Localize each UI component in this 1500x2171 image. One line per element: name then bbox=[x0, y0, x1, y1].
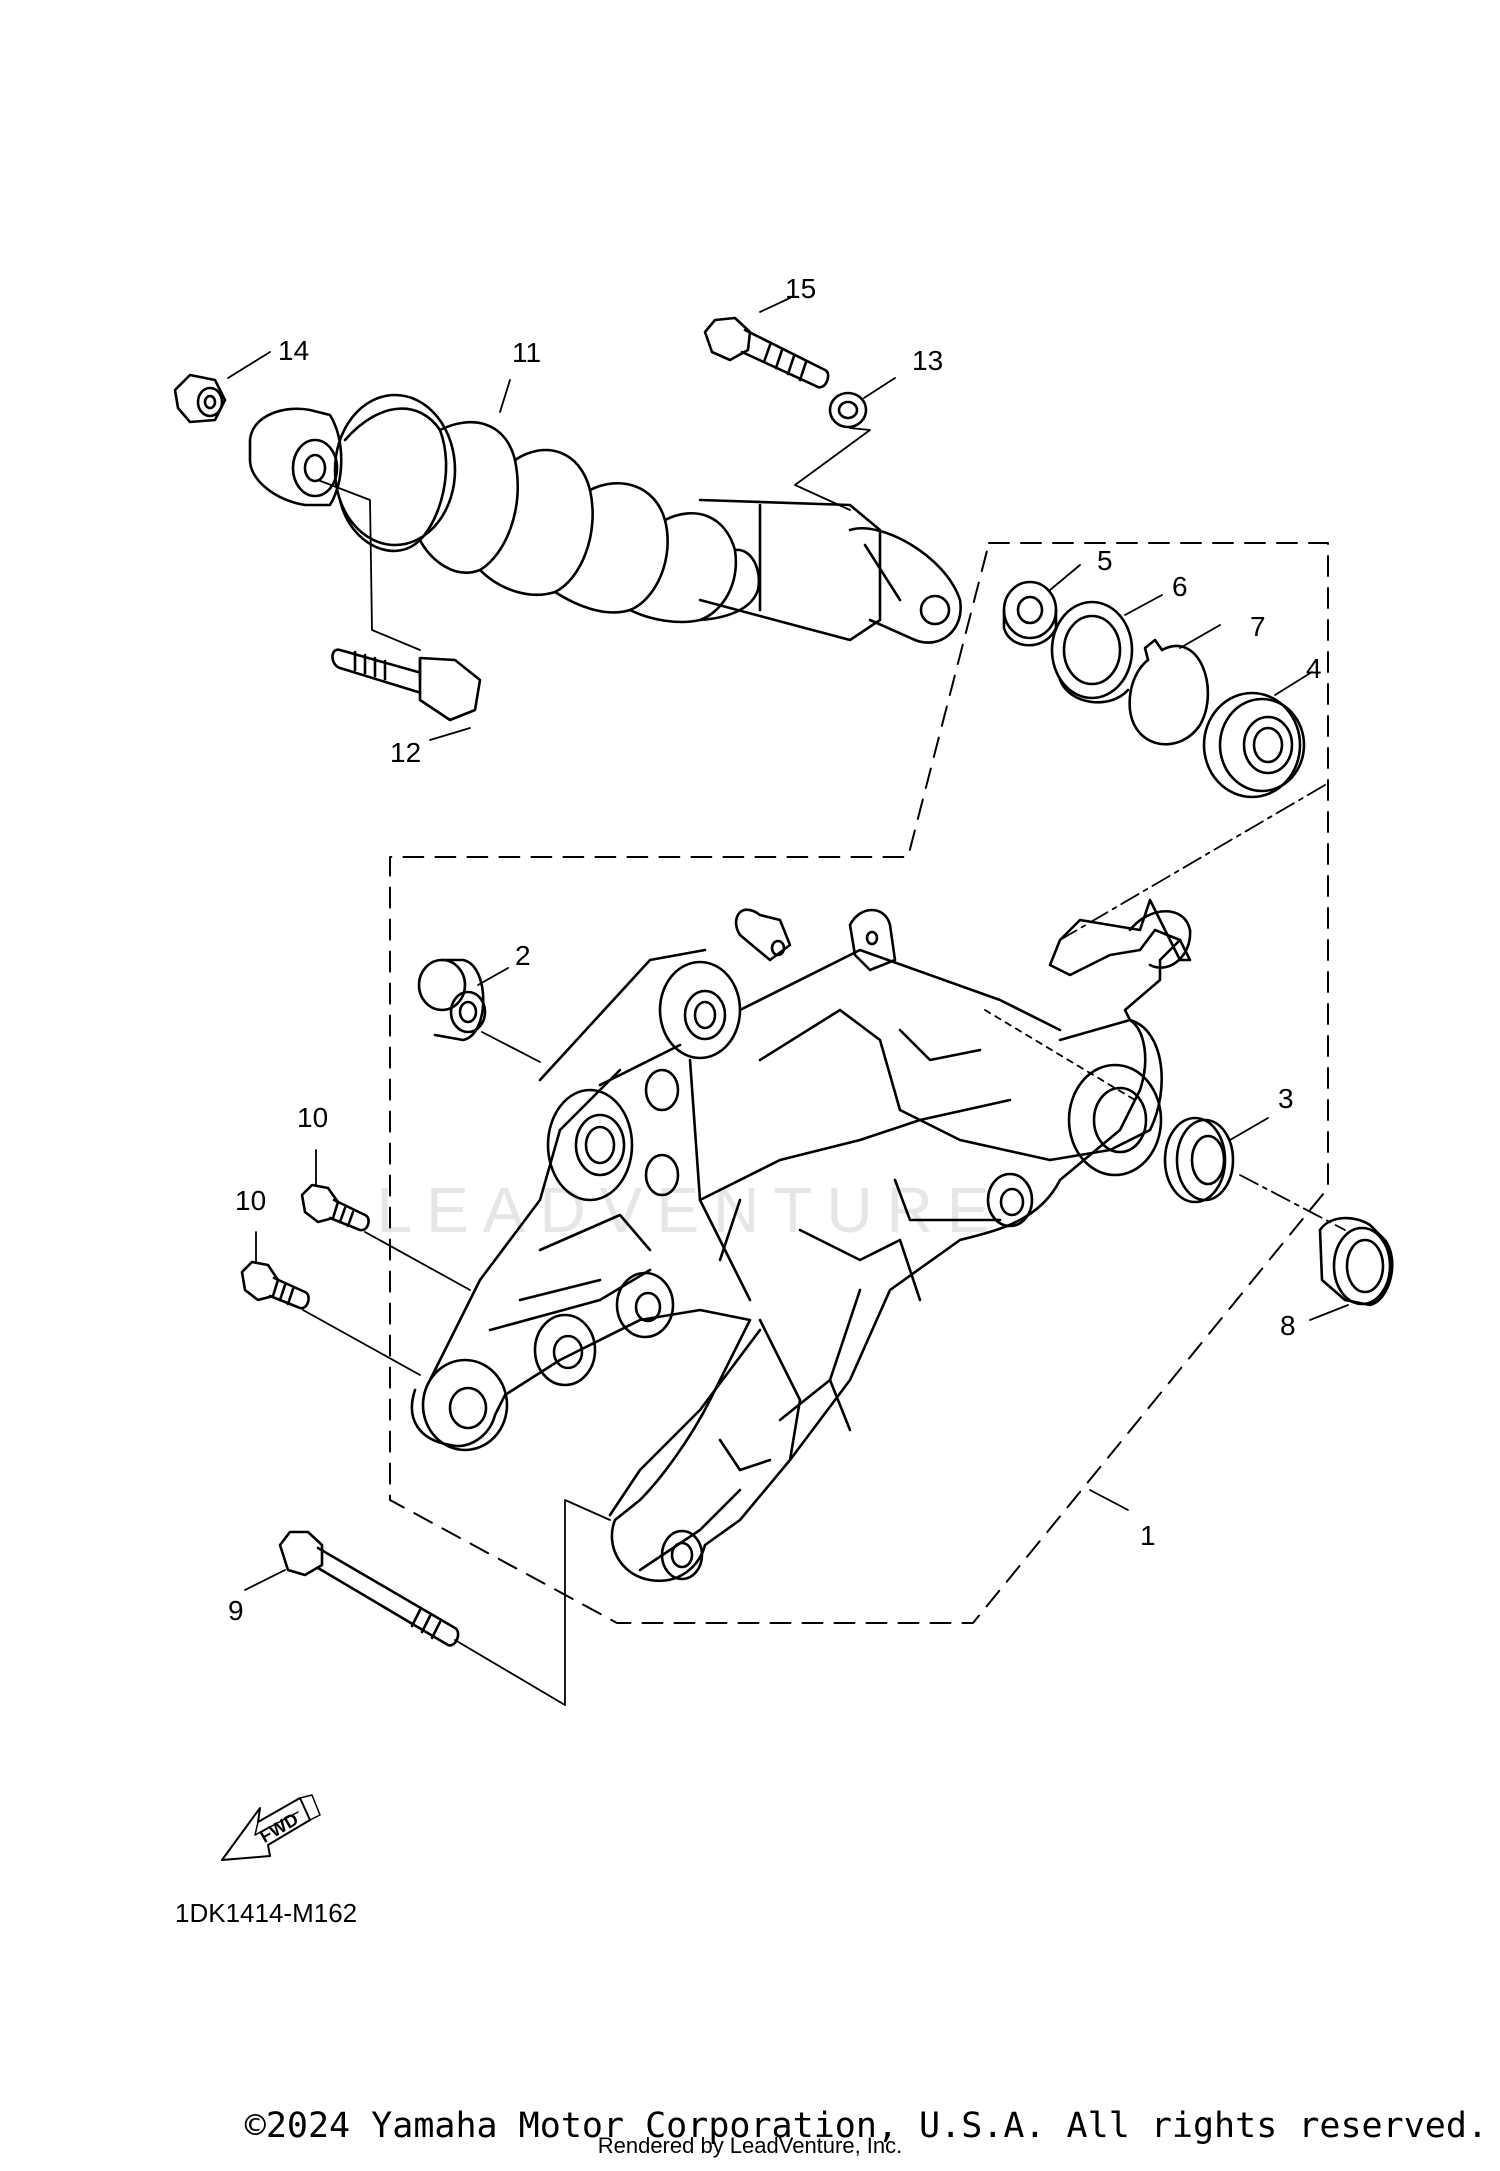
leader-lines bbox=[227, 297, 1349, 1706]
callout-8: 8 bbox=[1280, 1310, 1296, 1341]
callout-5: 5 bbox=[1097, 545, 1113, 576]
collar-2 bbox=[417, 958, 487, 1042]
callout-2: 2 bbox=[515, 940, 531, 971]
callout-7: 7 bbox=[1250, 611, 1266, 642]
svg-text:FWD: FWD bbox=[256, 1809, 301, 1847]
fwd-arrow-icon: FWD bbox=[221, 1794, 321, 1861]
callout-10a: 10 bbox=[297, 1102, 328, 1133]
swingarm-1 bbox=[410, 898, 1192, 1583]
bolt-10-upper bbox=[300, 1183, 370, 1232]
svg-text:LEADVENTURE: LEADVENTURE bbox=[377, 1174, 1004, 1246]
callout-9: 9 bbox=[228, 1595, 244, 1626]
collar-5 bbox=[1002, 580, 1058, 647]
rendered-by-notice: Rendered by LeadVenture, Inc. bbox=[597, 2133, 903, 2158]
callout-12: 12 bbox=[390, 737, 421, 768]
washer-13 bbox=[828, 391, 868, 429]
callout-11: 11 bbox=[512, 337, 541, 368]
callout-10b: 10 bbox=[235, 1185, 266, 1216]
oil-seal-3 bbox=[1163, 1116, 1235, 1204]
bolt-10-lower bbox=[240, 1260, 310, 1310]
diagram-code: 1DK1414-M162 bbox=[175, 1898, 357, 1928]
callout-3: 3 bbox=[1278, 1083, 1294, 1114]
assembly-boundary bbox=[389, 542, 1329, 1624]
copyright-notice: ©2024 Yamaha Motor Corporation, U.S.A. A… bbox=[244, 2106, 1488, 2146]
bolt-9 bbox=[278, 1530, 460, 1647]
bolt-15 bbox=[703, 316, 830, 389]
callout-13: 13 bbox=[912, 345, 943, 376]
bushing-8 bbox=[1318, 1216, 1394, 1307]
circlip-7 bbox=[1128, 638, 1210, 746]
callout-15: 15 bbox=[785, 273, 816, 304]
callout-labels: 1 2 3 4 5 6 7 8 9 10 10 11 12 13 14 15 bbox=[228, 273, 1322, 1626]
callout-1: 1 bbox=[1140, 1520, 1156, 1551]
bolt-12 bbox=[331, 648, 482, 722]
callout-4: 4 bbox=[1306, 653, 1322, 684]
callout-6: 6 bbox=[1172, 571, 1188, 602]
oil-seal-6 bbox=[1050, 600, 1134, 704]
callout-14: 14 bbox=[278, 335, 309, 366]
bearing-4 bbox=[1202, 691, 1306, 799]
nut-14 bbox=[173, 373, 227, 424]
shock-absorber bbox=[248, 393, 962, 644]
watermark: LEADVENTURE bbox=[377, 1174, 1004, 1246]
